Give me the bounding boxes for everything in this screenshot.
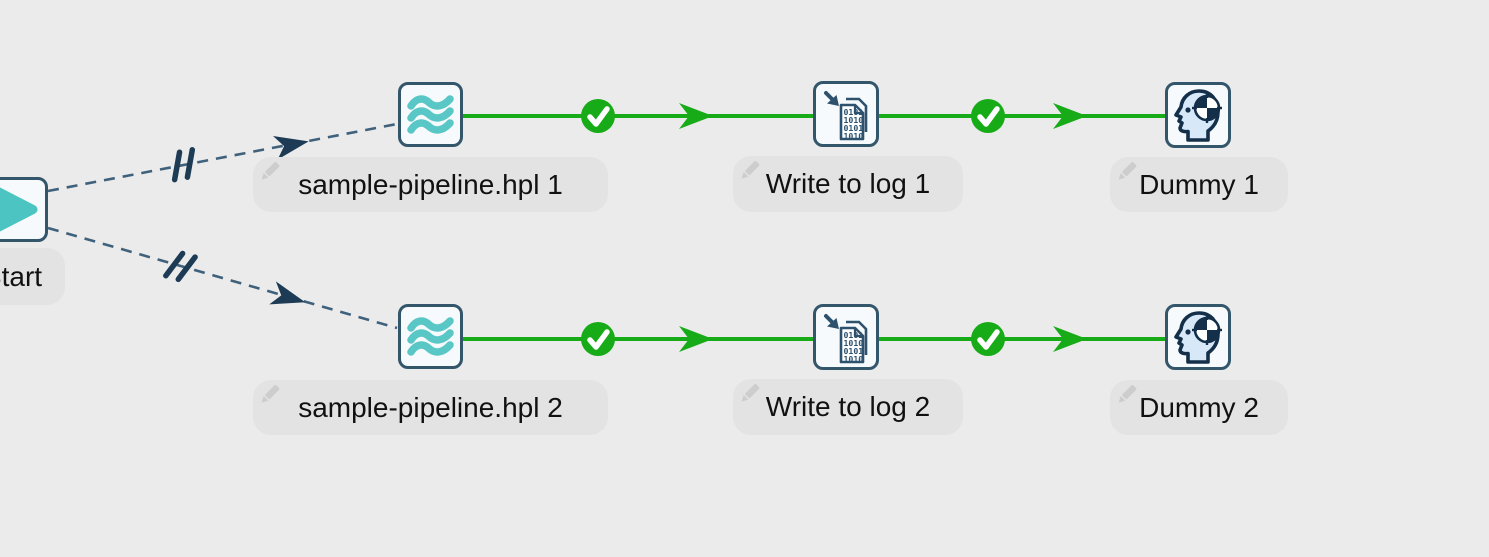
action-label-dummy-2[interactable]: Dummy 2	[1110, 380, 1288, 435]
edit-pencil-icon	[741, 384, 760, 402]
svg-text:1010: 1010	[844, 338, 864, 348]
action-label-pipeline-1[interactable]: sample-pipeline.hpl 1	[253, 157, 608, 212]
action-dummy-2[interactable]	[1165, 304, 1231, 370]
hop-pipeline-1-to-write-1[interactable]	[463, 99, 813, 133]
hop-arrowhead-icon	[269, 281, 306, 305]
success-check-icon	[971, 99, 1005, 133]
edit-pencil-icon	[741, 161, 760, 179]
action-label-pipeline-2[interactable]: sample-pipeline.hpl 2	[253, 380, 608, 435]
hop-write-1-to-dummy-1[interactable]	[879, 99, 1165, 133]
action-label-dummy-1[interactable]: Dummy 1	[1110, 157, 1288, 212]
edit-pencil-icon	[1118, 162, 1137, 180]
svg-text:1010: 1010	[844, 115, 864, 125]
action-write-to-log-2[interactable]: 0101 1010 0101 1010	[813, 304, 879, 370]
head-target-icon	[1174, 89, 1222, 142]
success-check-icon	[581, 322, 615, 356]
play-triangle-icon	[0, 187, 38, 232]
label-text: Write to log 1	[765, 168, 931, 199]
action-pipeline-1[interactable]	[398, 82, 463, 147]
action-label-write-to-log-1[interactable]: Write to log 1	[733, 156, 963, 212]
binary-document-icon: 0101 1010 0101 1010	[824, 314, 868, 364]
action-write-to-log-1[interactable]: 0101 1010 0101 1010	[813, 81, 879, 147]
label-text: sample-pipeline.hpl 2	[298, 391, 563, 423]
label-text: Dummy 1	[1139, 168, 1259, 200]
svg-text:0101: 0101	[844, 346, 864, 356]
label-text: Write to log 2	[765, 391, 931, 422]
hop-pipeline-2-to-write-2[interactable]	[463, 322, 813, 356]
success-check-icon	[581, 99, 615, 133]
label-text: Start	[0, 260, 43, 292]
edit-pencil-icon	[261, 385, 280, 403]
hop-start-to-pipeline-2[interactable]	[47, 226, 398, 330]
action-label-write-to-log-2[interactable]: Write to log 2	[733, 379, 963, 435]
action-start[interactable]	[0, 177, 48, 242]
hop-arrowhead-icon	[1053, 103, 1087, 129]
hop-write-2-to-dummy-2[interactable]	[879, 322, 1165, 356]
edit-pencil-icon	[261, 162, 280, 180]
success-check-icon	[971, 322, 1005, 356]
hop-start-to-pipeline-1[interactable]	[47, 122, 398, 193]
svg-text:0101: 0101	[844, 107, 864, 117]
hop-arrowhead-icon	[1053, 326, 1087, 352]
svg-text:1010: 1010	[844, 354, 864, 364]
binary-document-icon: 0101 1010 0101 1010	[824, 91, 868, 141]
edit-pencil-icon	[1118, 385, 1137, 403]
action-label-start[interactable]: Start	[0, 248, 65, 305]
parallel-execution-icon	[163, 250, 198, 283]
parallel-execution-icon	[171, 147, 196, 183]
label-text: sample-pipeline.hpl 1	[298, 168, 563, 200]
pipeline-waves-icon	[407, 317, 454, 356]
hop-arrowhead-icon	[679, 326, 713, 352]
action-pipeline-2[interactable]	[398, 304, 463, 369]
action-dummy-1[interactable]	[1165, 82, 1231, 148]
hop-arrowhead-icon	[273, 136, 309, 160]
pipeline-waves-icon	[407, 95, 454, 134]
head-target-icon	[1174, 311, 1222, 364]
svg-text:0101: 0101	[844, 123, 864, 133]
hop-arrowhead-icon	[679, 103, 713, 129]
label-text: Dummy 2	[1139, 391, 1259, 423]
svg-text:0101: 0101	[844, 330, 864, 340]
svg-text:1010: 1010	[844, 131, 864, 141]
